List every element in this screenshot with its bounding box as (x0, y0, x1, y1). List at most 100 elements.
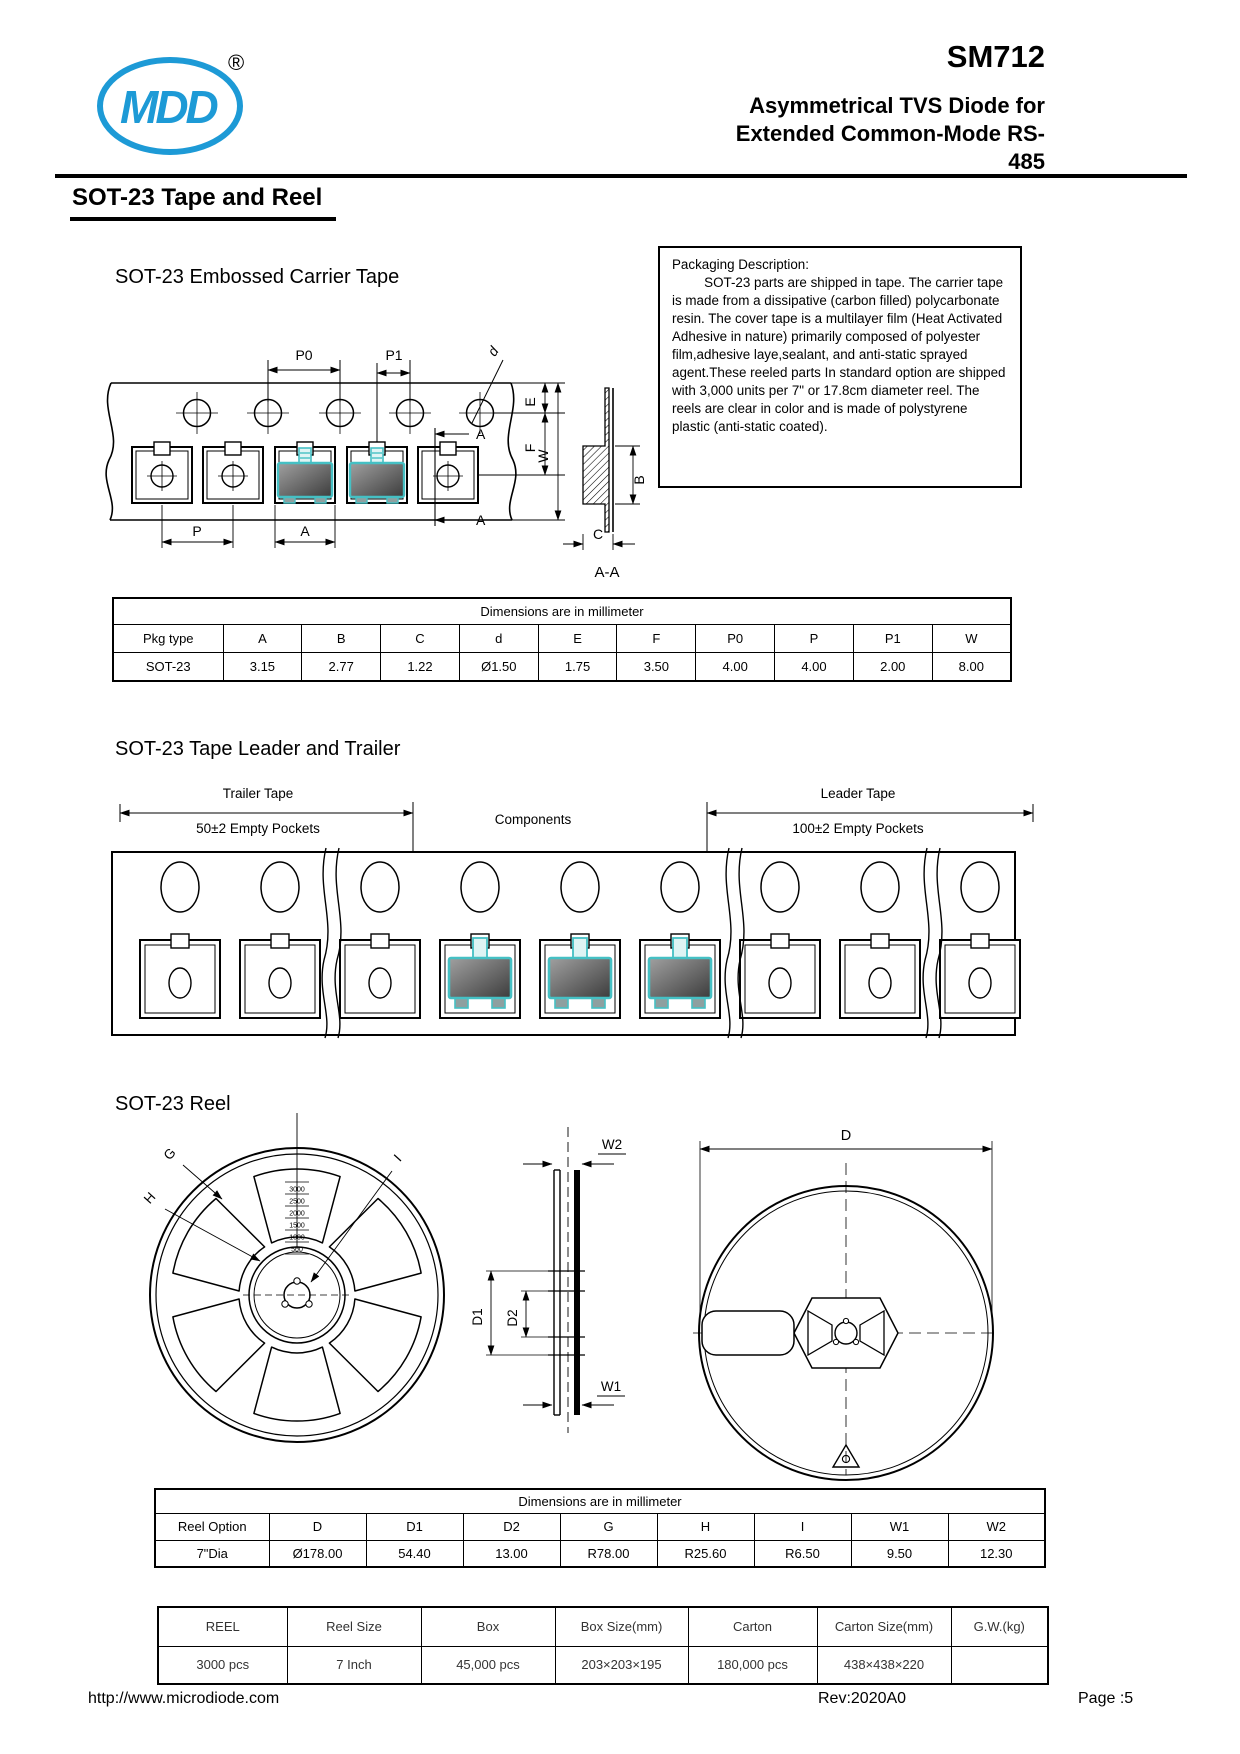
cell: 2.77 (301, 651, 382, 682)
tape-dimensions-table: Dimensions are in millimeter Pkg type A … (112, 597, 1012, 682)
reel-slots (172, 1168, 422, 1422)
leader-trailer-drawing: Trailer Tape 50±2 Empty Pockets Componen… (111, 786, 1034, 1039)
tape-table-data-row: SOT-23 3.15 2.77 1.22 Ø1.50 1.75 3.50 4.… (112, 651, 1012, 682)
col-header: d (458, 623, 539, 653)
cell: R78.00 (559, 1539, 658, 1568)
components-label: Components (495, 812, 572, 827)
scale-mark: 2000 (289, 1211, 305, 1218)
col-header: F (616, 623, 697, 653)
tape-break-lines (321, 847, 943, 1039)
cell: 4.00 (695, 651, 776, 682)
reel-front-view: 3000 2500 2000 1500 1000 500 G H I (141, 1113, 445, 1443)
cell: Ø1.50 (458, 651, 539, 682)
scale-mark: 3000 (289, 1187, 305, 1194)
dim-label-d: d (484, 342, 502, 359)
logo-text-span: MDD (120, 81, 218, 133)
col-header: G (559, 1512, 658, 1541)
section-cut-lines (434, 428, 469, 526)
reel-rear-view: D (693, 1128, 999, 1481)
reel-table-header-row: Reel Option D D1 D2 G H I W1 W2 (154, 1512, 1046, 1541)
cell: 1.75 (537, 651, 618, 682)
trailer-tape-label: Trailer Tape (223, 786, 294, 801)
section-label-a-top: A (476, 426, 486, 442)
scale-mark: 500 (291, 1247, 303, 1254)
cell: 54.40 (365, 1539, 464, 1568)
cell: 13.00 (462, 1539, 561, 1568)
sot23-components (439, 933, 721, 1019)
reel-dimensions-table: Dimensions are in millimeter Reel Option… (154, 1488, 1046, 1568)
top-dimension-lines (267, 359, 504, 442)
scale-mark: 1000 (289, 1235, 305, 1242)
col-header: P (774, 623, 854, 653)
col-header: D (268, 1512, 367, 1541)
cell: 4.00 (774, 651, 854, 682)
col-header: P0 (695, 623, 776, 653)
sot23-component (274, 441, 408, 504)
cell (950, 1645, 1049, 1685)
footer-url: http://www.microdiode.com (88, 1690, 280, 1707)
packaging-description-title: Packaging Description: (672, 257, 809, 272)
footer-page-number: Page :5 (1078, 1690, 1134, 1707)
col-header: Reel Option (154, 1512, 270, 1541)
section-view: B C A-A (563, 387, 647, 581)
col-header: REEL (157, 1606, 288, 1647)
cell: 45,000 pcs (420, 1645, 556, 1685)
col-header: W1 (850, 1512, 949, 1541)
dim-label-h: H (141, 1189, 159, 1206)
doc-subtitle-line2: Extended Common-Mode RS-485 (735, 121, 1045, 174)
leader-tape-label: Leader Tape (821, 786, 896, 801)
dim-label-p1: P1 (385, 347, 402, 363)
dim-label-d1: D1 (470, 1308, 485, 1325)
carrier-tape-drawing: P0 P1 d A A E F W P A (105, 342, 647, 581)
packaging-description-body: SOT-23 parts are shipped in tape. The ca… (672, 275, 1006, 434)
col-header: H (656, 1512, 755, 1541)
col-header: I (753, 1512, 852, 1541)
cell: 7"Dia (154, 1539, 270, 1568)
dim-label-p: P (192, 523, 201, 539)
packing-table: REEL Reel Size Box Box Size(mm) Carton C… (157, 1606, 1049, 1685)
col-header: Carton Size(mm) (816, 1606, 952, 1647)
footer-revision: Rev:2020A0 (818, 1690, 907, 1707)
page-title: SOT-23 Tape and Reel (70, 184, 337, 221)
cell: R25.60 (656, 1539, 755, 1568)
col-header: Reel Size (286, 1606, 422, 1647)
leader-pockets-label: 100±2 Empty Pockets (792, 821, 923, 836)
header-divider (55, 174, 1187, 178)
packing-table-data-row: 3000 pcs 7 Inch 45,000 pcs 203×203×195 1… (157, 1645, 1049, 1685)
section-view-label: A-A (594, 564, 619, 581)
cell: 3000 pcs (157, 1645, 288, 1685)
packaging-description-box: Packaging Description: SOT-23 parts are … (658, 246, 1022, 488)
recycle-icon (831, 1443, 861, 1468)
cell: 12.30 (947, 1539, 1046, 1568)
registered-mark-icon: ® (228, 50, 244, 75)
col-header: Carton (687, 1606, 818, 1647)
sprocket-holes (176, 392, 501, 434)
dim-label-i: I (391, 1152, 405, 1165)
reel-heading: SOT-23 Reel (115, 1093, 231, 1115)
dim-label-c: C (593, 526, 603, 542)
cell: 7 Inch (286, 1645, 422, 1685)
reel-table-title: Dimensions are in millimeter (154, 1488, 1046, 1514)
header-title-block: SM712 Asymmetrical TVS Diode for Extende… (700, 40, 1045, 176)
scale-mark: 1500 (289, 1223, 305, 1230)
cell: 2.00 (852, 651, 933, 682)
cell: 3.50 (616, 651, 697, 682)
dim-label-w1: W1 (601, 1379, 621, 1394)
section-title-wrap: SOT-23 Tape and Reel (70, 184, 337, 221)
cell: 438×438×220 (816, 1645, 952, 1685)
dim-label-p0: P0 (295, 347, 312, 363)
reel-quantity-scale: 3000 2500 2000 1500 1000 500 (285, 1181, 309, 1255)
col-header: G.W.(kg) (950, 1606, 1049, 1647)
logo-text: MDD (120, 81, 218, 133)
scale-mark: 2500 (289, 1199, 305, 1206)
col-header: C (380, 623, 460, 653)
part-number: SM712 (946, 39, 1045, 74)
dim-label-d: D (841, 1128, 851, 1144)
cell: 203×203×195 (554, 1645, 689, 1685)
reel-table-data-row: 7"Dia Ø178.00 54.40 13.00 R78.00 R25.60 … (154, 1539, 1046, 1568)
dim-label-b: B (631, 475, 647, 484)
packing-table-header-row: REEL Reel Size Box Box Size(mm) Carton C… (157, 1606, 1049, 1647)
col-header: B (301, 623, 382, 653)
col-header: D2 (462, 1512, 561, 1541)
